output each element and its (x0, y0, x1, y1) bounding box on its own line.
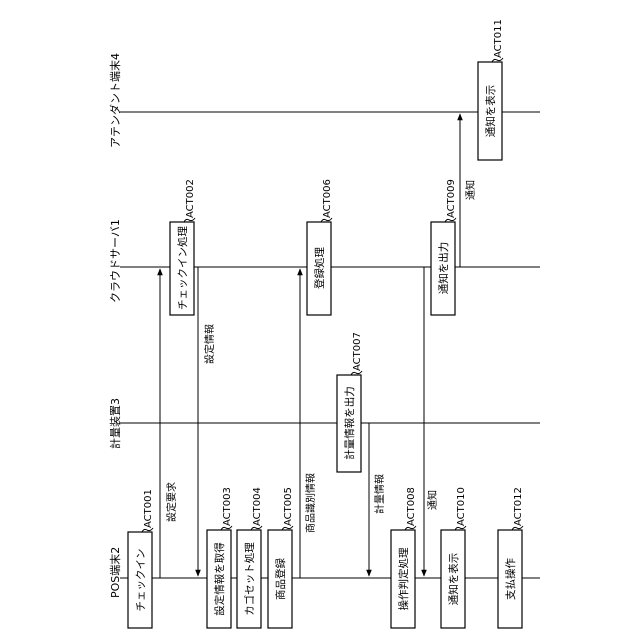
act003-text: 設定情報を取得 (213, 542, 226, 616)
act001-text: チェックイン (135, 549, 147, 612)
act008-id: ACT008 (406, 487, 417, 526)
act002-text: チェックイン処理 (176, 226, 189, 310)
setting-request-label: 設定要求 (165, 482, 178, 522)
act006-id: ACT006 (322, 179, 333, 218)
act007-id: ACT007 (352, 332, 363, 371)
lane-label-server: クラウドサーバ1 (109, 219, 122, 303)
act009-text: 通知を出力 (437, 242, 450, 295)
act011-id: ACT011 (493, 19, 504, 58)
act006-text: 登録処理 (313, 247, 326, 289)
activity-boxes: チェックイン ACT001 チェックイン処理 ACT002 設定情報を取得 AC… (128, 19, 524, 628)
lane-label-scale: 計量装置3 (108, 398, 122, 449)
act004-text: カゴセット処理 (243, 542, 256, 616)
act009-id: ACT009 (446, 179, 457, 218)
act001-id: ACT001 (143, 489, 154, 528)
act005-text: 商品登録 (274, 558, 287, 600)
act007-text: 計量情報を出力 (343, 386, 356, 460)
act002-id: ACT002 (185, 179, 196, 218)
act010-text: 通知を表示 (447, 553, 460, 606)
messages: 設定要求 設定情報 商品識別情報 計量情報 通知 通知 (160, 114, 477, 578)
act012-text: 支払操作 (504, 558, 517, 600)
notify-attendant-label: 通知 (464, 180, 477, 200)
weight-info-label: 計量情報 (373, 474, 386, 514)
act005-id: ACT005 (283, 487, 294, 526)
lane-labels: POS端末2 計量装置3 クラウドサーバ1 アテンダント端末4 (108, 53, 122, 598)
lane-label-attendant: アテンダント端末4 (108, 53, 122, 148)
act004-id: ACT004 (252, 487, 263, 526)
act008-text: 操作判定処理 (397, 547, 410, 610)
act012-id: ACT012 (513, 487, 524, 526)
product-id-label: 商品識別情報 (304, 473, 317, 533)
notify-pos-label: 通知 (426, 490, 439, 510)
act003-id: ACT003 (222, 487, 233, 526)
act010-id: ACT010 (456, 487, 467, 526)
setting-info-label: 設定情報 (203, 324, 216, 364)
lane-label-pos: POS端末2 (108, 547, 122, 598)
act011-text: 通知を表示 (484, 85, 497, 138)
